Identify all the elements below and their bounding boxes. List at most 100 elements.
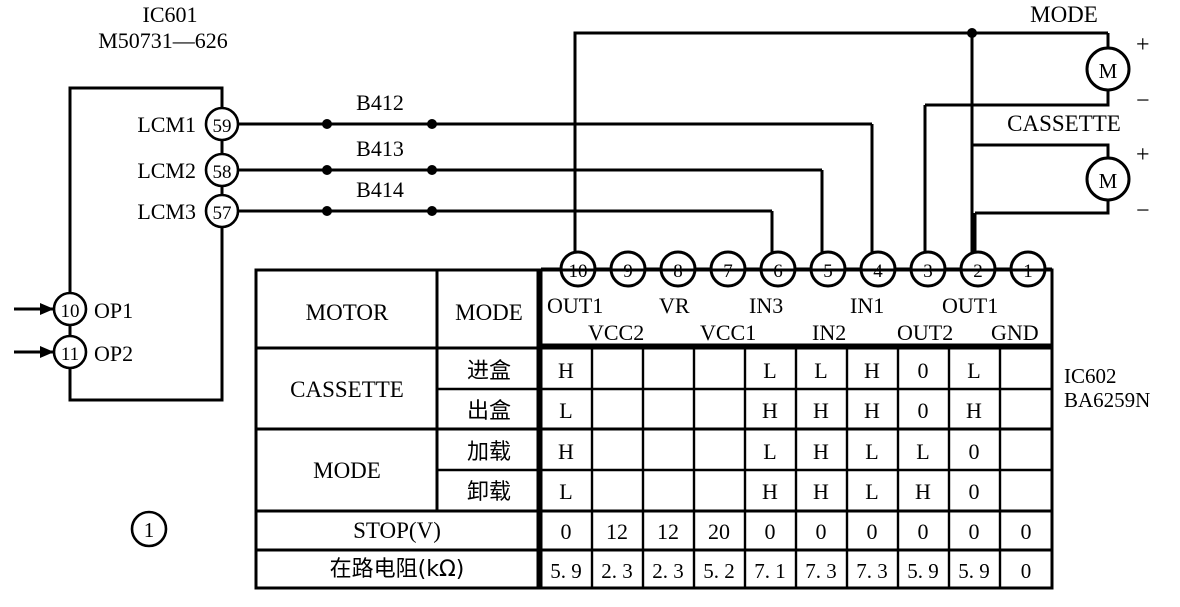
signal-line-b413-label: B413 bbox=[356, 136, 404, 161]
cell-g0r0-c7: 0 bbox=[918, 358, 929, 383]
cell-stop-c1: 12 bbox=[606, 519, 628, 544]
ic602-name: IC602 bbox=[1064, 364, 1117, 388]
cell-res-c6: 7. 3 bbox=[856, 559, 888, 583]
cell-stop-c3: 20 bbox=[708, 519, 730, 544]
ic602-pin-name-out2: OUT2 bbox=[897, 320, 953, 345]
cell-g1r1-c5: H bbox=[813, 479, 829, 504]
mode-motor-plus: + bbox=[1136, 32, 1150, 58]
mode-motor: M MODE + − bbox=[923, 2, 1150, 256]
cell-g0r1-c5: H bbox=[813, 398, 829, 423]
cell-g1r0-c0: H bbox=[558, 439, 574, 464]
cell-res-c0: 5. 9 bbox=[550, 559, 582, 583]
cell-stop-c0: 0 bbox=[561, 519, 572, 544]
ic602-pin-name-gnd: GND bbox=[991, 320, 1039, 345]
cell-g0r0-c0: H bbox=[558, 358, 574, 383]
ic601-pin-op1-number: 10 bbox=[61, 301, 80, 322]
table-header-motor: MOTOR bbox=[306, 300, 389, 325]
cassette-motor-label: CASSETTE bbox=[1007, 111, 1121, 136]
cell-res-c5: 7. 3 bbox=[805, 559, 837, 583]
cell-g0r0-c6: H bbox=[864, 358, 880, 383]
cell-g0r1-c8: H bbox=[966, 398, 982, 423]
cell-stop-c7: 0 bbox=[918, 519, 929, 544]
ic601-pin-lcm2-label: LCM2 bbox=[137, 158, 196, 183]
ic602-pin-name-vcc2: VCC2 bbox=[588, 320, 644, 345]
cell-stop-c9: 0 bbox=[1021, 519, 1032, 544]
cell-g1r0-c5: H bbox=[813, 439, 829, 464]
table-group-label-mode: MODE bbox=[313, 458, 381, 483]
cell-g1r1-c0: L bbox=[559, 479, 572, 504]
cell-stop-c5: 0 bbox=[816, 519, 827, 544]
cell-g1r1-c7: H bbox=[915, 479, 931, 504]
table-group-label-cassette: CASSETTE bbox=[290, 377, 404, 402]
pin10-to-mode-bus bbox=[573, 28, 1108, 256]
signal-drop-wires bbox=[770, 124, 874, 256]
ic602-part: BA6259N bbox=[1064, 388, 1150, 412]
signal-line-b412: B412 bbox=[238, 90, 872, 129]
table-mode-cell-0-0: 进盒 bbox=[467, 359, 511, 384]
mode-motor-symbol: M bbox=[1099, 59, 1118, 83]
ic602-pin-name-out1-top: OUT1 bbox=[547, 293, 603, 318]
ic601-pin-lcm1-label: LCM1 bbox=[137, 112, 196, 137]
table-summary-label-stop: STOP(V) bbox=[353, 518, 441, 543]
cell-g1r1-c6: L bbox=[865, 479, 878, 504]
table-mode-cell-1-0: 加载 bbox=[467, 440, 511, 465]
mode-motor-label: MODE bbox=[1030, 2, 1098, 27]
ic601-pin-lcm3-label: LCM3 bbox=[137, 199, 196, 224]
cell-res-c3: 5. 2 bbox=[703, 559, 735, 583]
cell-g1r0-c6: L bbox=[865, 439, 878, 464]
ic601-part: M50731—626 bbox=[98, 28, 228, 53]
ic602-pin-name-vr: VR bbox=[659, 293, 690, 318]
signal-line-b414-label: B414 bbox=[356, 177, 404, 202]
cell-res-c2: 2. 3 bbox=[652, 559, 684, 583]
cassette-motor-minus: − bbox=[1136, 198, 1150, 224]
ic602-pin-name-out1-b: OUT1 bbox=[942, 293, 998, 318]
ic601-pin-op2-label: OP2 bbox=[94, 341, 133, 366]
cell-g1r1-c8: 0 bbox=[969, 479, 980, 504]
cell-g1r0-c7: L bbox=[916, 439, 929, 464]
cell-res-c9: 0 bbox=[1021, 559, 1032, 583]
cassette-motor-plus: + bbox=[1136, 142, 1150, 168]
cell-g0r1-c7: 0 bbox=[918, 398, 929, 423]
cell-g1r0-c8: 0 bbox=[969, 439, 980, 464]
ic602-pin-name-in3: IN3 bbox=[749, 293, 783, 318]
figure-marker-number: 1 bbox=[144, 518, 155, 542]
ic601-block: IC601 M50731—626 bbox=[68, 2, 228, 402]
ic601-pin-lcm1-number: 59 bbox=[213, 116, 232, 137]
ic601-name: IC601 bbox=[143, 2, 198, 27]
cell-stop-c8: 0 bbox=[969, 519, 980, 544]
cell-g0r1-c6: H bbox=[864, 398, 880, 423]
ic601-pin-op1-label: OP1 bbox=[94, 298, 133, 323]
cell-g1r1-c4: H bbox=[762, 479, 778, 504]
cell-g1r0-c4: L bbox=[763, 439, 776, 464]
ic602-designator: IC602 BA6259N bbox=[1064, 364, 1150, 412]
ic601-pin-op2-number: 11 bbox=[61, 344, 79, 365]
ic602-pin-names: OUT1 VR IN3 IN1 OUT1 VCC2 VCC1 IN2 OUT2 … bbox=[547, 293, 1039, 345]
cassette-motor-symbol: M bbox=[1099, 169, 1118, 193]
signal-line-b414: B414 bbox=[238, 177, 772, 216]
ic601-pin-lcm3-number: 57 bbox=[213, 203, 232, 224]
table-header-mode: MODE bbox=[455, 300, 523, 325]
ic601-pin-op1: 10 OP1 bbox=[14, 291, 133, 327]
cell-stop-c2: 12 bbox=[657, 519, 679, 544]
figure-marker: 1 bbox=[130, 510, 168, 548]
cell-g0r0-c4: L bbox=[763, 358, 776, 383]
cell-stop-c6: 0 bbox=[867, 519, 878, 544]
ic602-pin-name-in2: IN2 bbox=[812, 320, 846, 345]
ic601-pin-lcm2-number: 58 bbox=[213, 162, 232, 183]
table-summary-label-resistance: 在路电阻(kΩ) bbox=[330, 557, 465, 582]
signal-line-b413: B413 bbox=[238, 136, 822, 175]
truth-table: MOTOR MODE CASSETTE MODE 进盒 出盒 加载 卸载 STO… bbox=[254, 268, 1054, 590]
cell-res-c7: 5. 9 bbox=[907, 559, 939, 583]
cell-res-c1: 2. 3 bbox=[601, 559, 633, 583]
cell-g0r0-c8: L bbox=[967, 358, 980, 383]
ic602-pin-name-in1: IN1 bbox=[850, 293, 884, 318]
cell-g0r0-c5: L bbox=[814, 358, 827, 383]
signal-line-b412-label: B412 bbox=[356, 90, 404, 115]
ic601-pin-lcm1: 59 LCM1 bbox=[137, 106, 240, 142]
cell-res-c8: 5. 9 bbox=[958, 559, 990, 583]
cell-stop-c4: 0 bbox=[765, 519, 776, 544]
ic601-pin-lcm3: 57 LCM3 bbox=[137, 193, 240, 229]
table-mode-cell-1-1: 卸载 bbox=[467, 480, 511, 505]
